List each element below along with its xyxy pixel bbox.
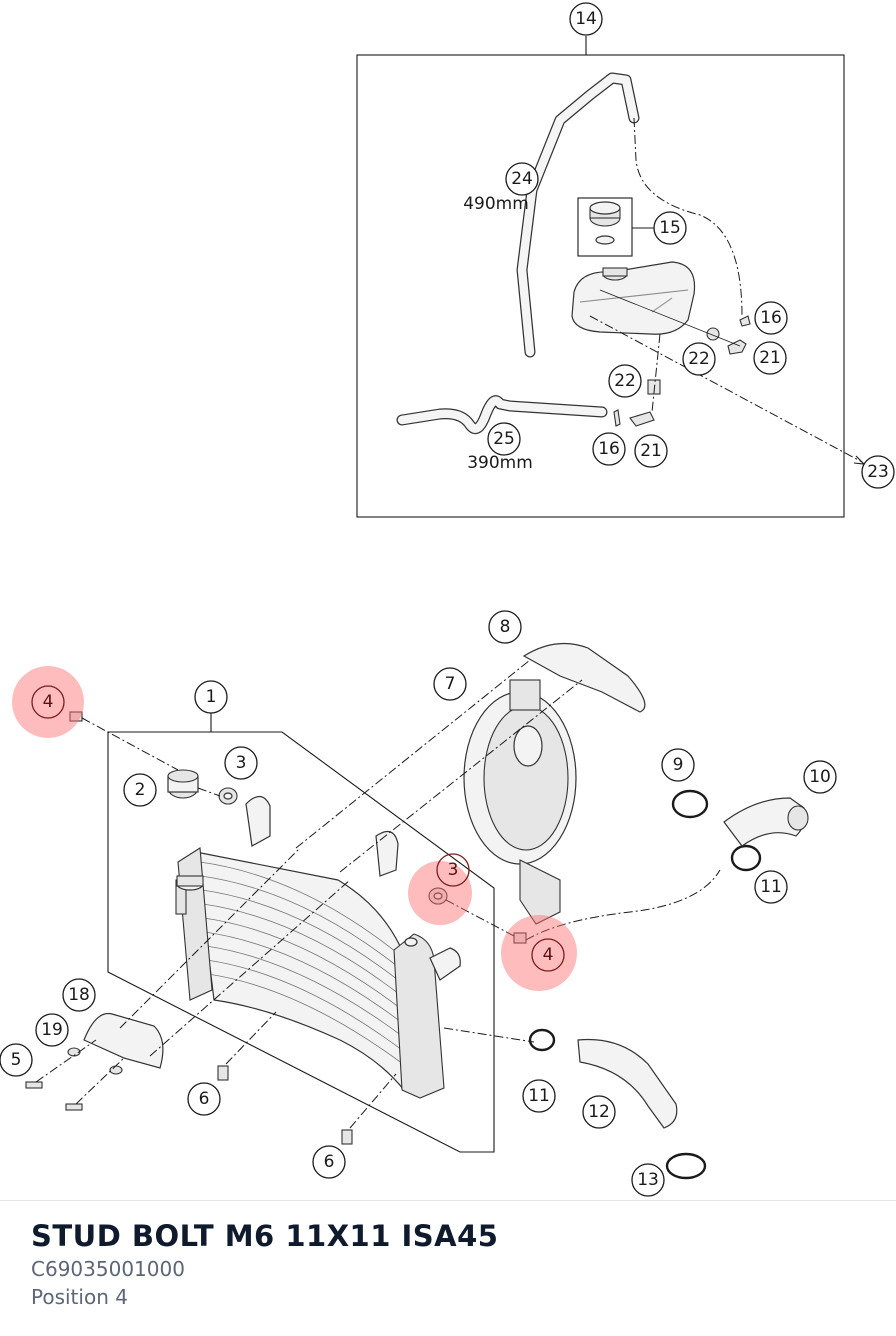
callout-2[interactable]: 2 bbox=[123, 773, 157, 807]
part-title: STUD BOLT M6 11X11 ISA45 bbox=[31, 1219, 499, 1253]
svg-text:15: 15 bbox=[659, 218, 681, 238]
callouts: 14 24 15 16 21 22 22 16 21 25 23 8 7 4 1… bbox=[0, 2, 895, 1197]
reservoir-assembly bbox=[356, 36, 866, 518]
callout-4[interactable]: 4 bbox=[31, 685, 65, 719]
callout-9[interactable]: 9 bbox=[661, 748, 695, 782]
callout-7[interactable]: 7 bbox=[433, 667, 467, 701]
svg-text:9: 9 bbox=[673, 755, 684, 775]
callout-18[interactable]: 18 bbox=[62, 978, 96, 1012]
svg-text:22: 22 bbox=[614, 371, 636, 391]
callout-25[interactable]: 25 bbox=[487, 422, 521, 456]
svg-text:12: 12 bbox=[588, 1102, 610, 1122]
stud-bolt-bottom bbox=[513, 932, 527, 944]
part-position: Position 4 bbox=[31, 1285, 128, 1309]
svg-text:6: 6 bbox=[199, 1089, 210, 1109]
shroud-8 bbox=[522, 642, 646, 713]
callout-22[interactable]: 22 bbox=[608, 364, 642, 398]
svg-text:25: 25 bbox=[493, 429, 515, 449]
highlight-pos4-top bbox=[12, 666, 84, 738]
svg-text:3: 3 bbox=[448, 860, 459, 880]
svg-text:22: 22 bbox=[688, 349, 710, 369]
radiator-frame bbox=[107, 731, 495, 1153]
highlight-pos4-bottom bbox=[501, 915, 577, 991]
stud-bolt-top bbox=[69, 711, 83, 722]
callout-22[interactable]: 22 bbox=[682, 342, 716, 376]
part-info-panel: STUD BOLT M6 11X11 ISA45 C69035001000 Po… bbox=[0, 1200, 896, 1336]
callout-3[interactable]: 3 bbox=[436, 853, 470, 887]
bracket-18 bbox=[83, 1012, 164, 1069]
callout-21[interactable]: 21 bbox=[634, 434, 668, 468]
svg-text:6: 6 bbox=[324, 1152, 335, 1172]
dimension-label-24: 490mm bbox=[463, 194, 529, 214]
svg-text:1: 1 bbox=[206, 687, 217, 707]
callout-12[interactable]: 12 bbox=[582, 1095, 616, 1129]
svg-text:11: 11 bbox=[528, 1086, 550, 1106]
svg-text:16: 16 bbox=[760, 308, 782, 328]
callout-14[interactable]: 14 bbox=[569, 2, 603, 36]
reservoir-frame bbox=[356, 54, 845, 518]
dimension-label-25: 390mm bbox=[467, 453, 533, 473]
cap-box-15 bbox=[577, 197, 633, 257]
svg-text:11: 11 bbox=[760, 877, 782, 897]
highlight-pos3-right bbox=[408, 861, 472, 925]
callout-8[interactable]: 8 bbox=[488, 610, 522, 644]
svg-text:18: 18 bbox=[68, 985, 90, 1005]
callout-23[interactable]: 23 bbox=[861, 455, 895, 489]
radiator-assembly bbox=[25, 642, 809, 1180]
svg-text:10: 10 bbox=[809, 767, 831, 787]
svg-text:16: 16 bbox=[598, 439, 620, 459]
exploded-parts-diagram: 14 24 15 16 21 22 22 16 21 25 23 8 7 4 1… bbox=[0, 2, 895, 1197]
svg-text:24: 24 bbox=[511, 169, 533, 189]
radiator-core bbox=[195, 851, 405, 1092]
svg-text:3: 3 bbox=[236, 753, 247, 773]
callout-10[interactable]: 10 bbox=[803, 760, 837, 794]
callout-16[interactable]: 16 bbox=[592, 432, 626, 466]
svg-text:14: 14 bbox=[575, 9, 597, 29]
part-number: C69035001000 bbox=[31, 1257, 185, 1281]
callout-6[interactable]: 6 bbox=[187, 1082, 221, 1116]
callout-6[interactable]: 6 bbox=[312, 1145, 346, 1179]
callout-11[interactable]: 11 bbox=[522, 1079, 556, 1113]
callout-5[interactable]: 5 bbox=[0, 1043, 33, 1077]
svg-text:2: 2 bbox=[135, 780, 146, 800]
callout-16[interactable]: 16 bbox=[754, 301, 788, 335]
callout-24[interactable]: 24 bbox=[505, 162, 539, 196]
svg-text:5: 5 bbox=[11, 1050, 22, 1070]
callout-13[interactable]: 13 bbox=[631, 1163, 665, 1197]
callout-1[interactable]: 1 bbox=[194, 680, 228, 714]
callout-11[interactable]: 11 bbox=[754, 870, 788, 904]
callout-3[interactable]: 3 bbox=[224, 746, 258, 780]
svg-text:4: 4 bbox=[43, 692, 54, 712]
svg-text:13: 13 bbox=[637, 1170, 659, 1190]
svg-text:21: 21 bbox=[640, 441, 662, 461]
svg-text:4: 4 bbox=[543, 945, 554, 965]
svg-text:21: 21 bbox=[759, 348, 781, 368]
callout-15[interactable]: 15 bbox=[653, 211, 687, 245]
reservoir-tank bbox=[571, 261, 696, 335]
svg-text:8: 8 bbox=[500, 617, 511, 637]
hose-12 bbox=[577, 1038, 678, 1129]
svg-text:19: 19 bbox=[41, 1020, 63, 1040]
position-4-highlights bbox=[12, 666, 577, 991]
callout-4[interactable]: 4 bbox=[531, 938, 565, 972]
svg-text:7: 7 bbox=[445, 674, 456, 694]
svg-text:23: 23 bbox=[867, 462, 889, 482]
fan-7 bbox=[463, 679, 577, 925]
callout-19[interactable]: 19 bbox=[35, 1013, 69, 1047]
callout-21[interactable]: 21 bbox=[753, 341, 787, 375]
